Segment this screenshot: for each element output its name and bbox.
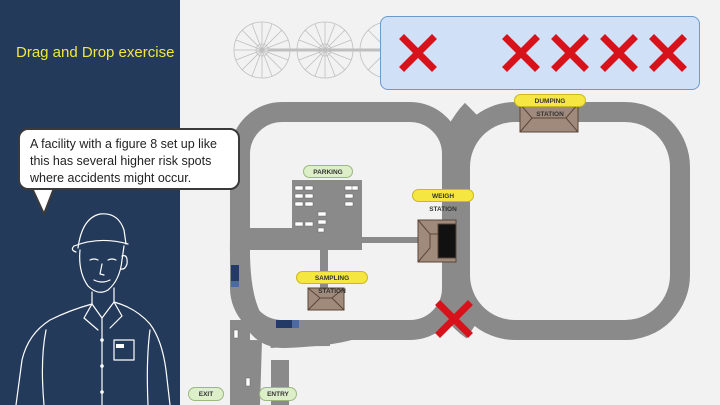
road-network	[229, 102, 690, 405]
instructor-avatar	[15, 213, 171, 405]
speech-bubble: A facility with a figure 8 set up like t…	[18, 128, 240, 190]
facility-map	[229, 21, 690, 405]
exercise-title: Drag and Drop exercise	[16, 44, 175, 61]
exit-button[interactable]: EXIT	[188, 387, 224, 401]
building-roof-icon	[307, 287, 345, 311]
placed-x-marker-icon[interactable]	[434, 299, 474, 339]
marker-tray[interactable]	[380, 16, 700, 90]
dumping-station-label: DUMPING STATION	[514, 94, 586, 118]
entry-button[interactable]: ENTRY	[259, 387, 297, 401]
building-roof-icon	[417, 219, 457, 263]
left-panel: Drag and Drop exercise	[0, 0, 180, 405]
x-marker-icon[interactable]	[550, 33, 590, 73]
x-marker-icon[interactable]	[599, 33, 639, 73]
truck-icon	[276, 320, 299, 328]
speech-bubble-tail	[32, 190, 55, 216]
x-marker-icon[interactable]	[398, 33, 438, 73]
parking-label: PARKING	[303, 165, 353, 178]
sampling-station-label: SAMPLING STATION	[296, 271, 368, 295]
x-marker-icon[interactable]	[501, 33, 541, 73]
shirt-logo-icon	[116, 344, 124, 348]
truck-icon	[231, 265, 239, 287]
weigh-station-label: WEIGH STATION	[412, 189, 474, 213]
building-roof-icon	[519, 103, 579, 133]
x-marker-icon[interactable]	[648, 33, 688, 73]
